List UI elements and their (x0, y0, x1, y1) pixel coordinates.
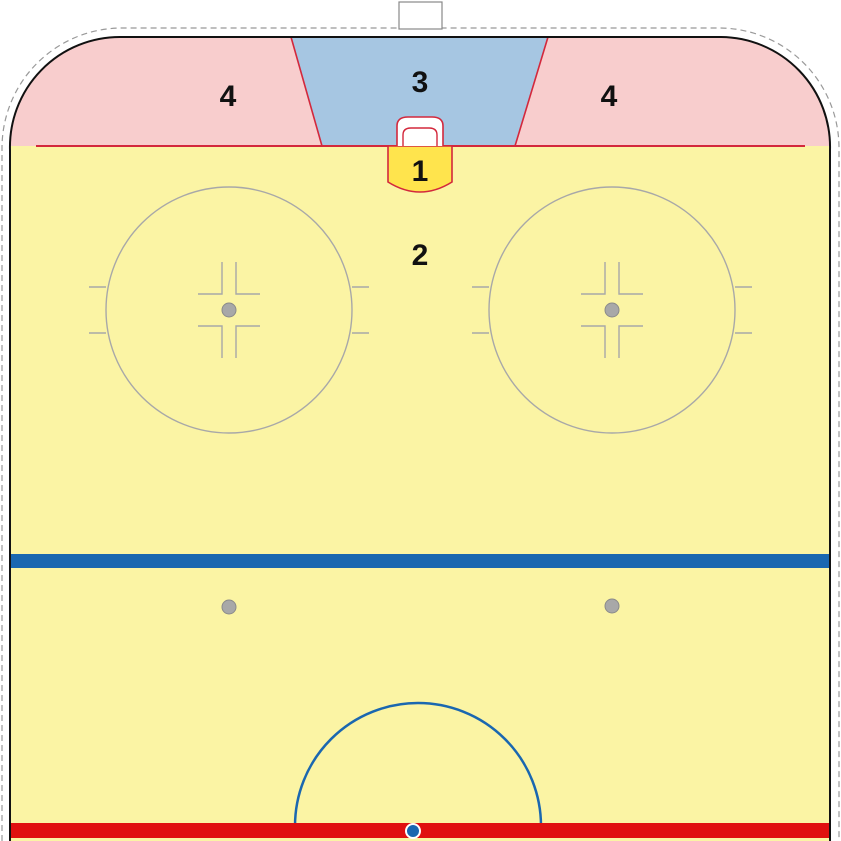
referee-crease (293, 701, 543, 827)
center-dot (405, 823, 421, 839)
outer-dashed-boundary (1, 27, 840, 841)
zone-label-4-left: 4 (220, 80, 237, 113)
faceoff-circle-right (472, 186, 752, 434)
faceoff-circle-left (89, 186, 369, 434)
faceoff-dot-right (604, 302, 620, 318)
trapezoid-left-line (290, 36, 323, 147)
goal-net-inner (402, 127, 438, 146)
net-box (398, 1, 443, 30)
neutral-dot-left (221, 599, 237, 615)
faceoff-dot-left (221, 302, 237, 318)
zone-label-1: 1 (412, 155, 429, 188)
rink-boards (8, 36, 832, 841)
goal-net (396, 116, 444, 146)
zone-1-goal-crease (387, 145, 453, 193)
neutral-dot-right (604, 598, 620, 614)
zone-label-4-right: 4 (601, 80, 618, 113)
zone-3-area (291, 37, 548, 146)
zone-label-3: 3 (412, 66, 429, 99)
trapezoid-right-line (514, 36, 549, 147)
blue-line (10, 554, 830, 568)
zone-label-2: 2 (412, 239, 429, 272)
